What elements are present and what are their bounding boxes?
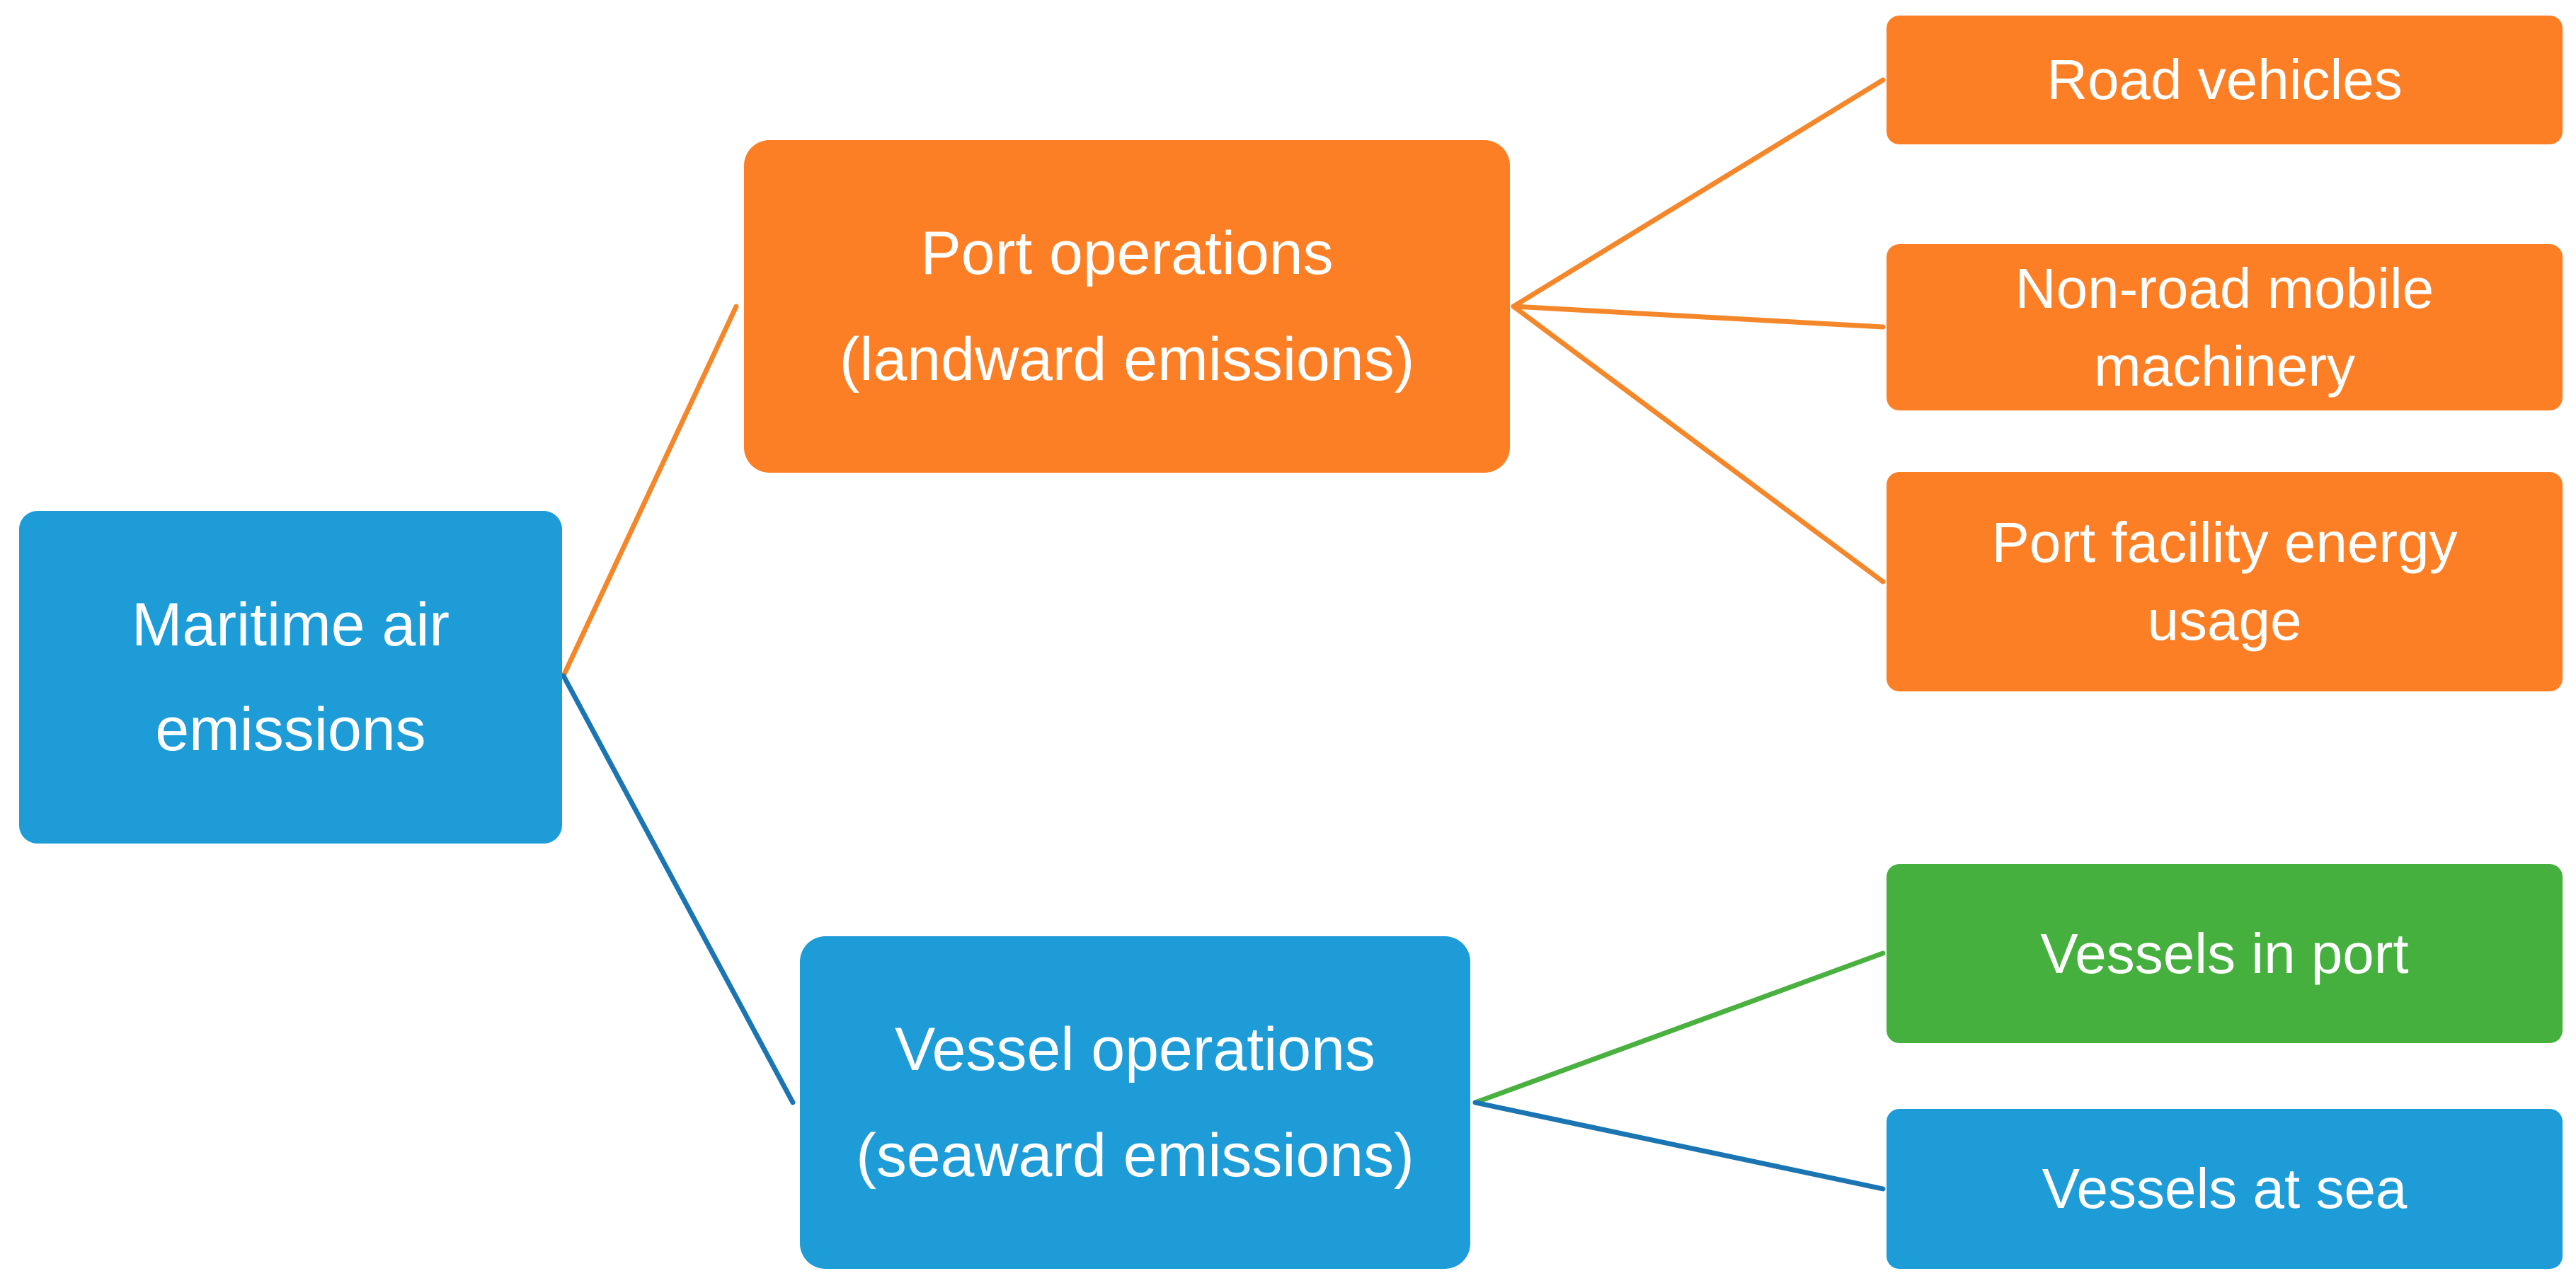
connector-port-operations-to-road-vehicles (1511, 77, 1886, 309)
connector-vessel-operations-to-vessels-in-port (1472, 950, 1886, 1105)
connector-port-operations-to-non-road-mobile-machinery (1511, 304, 1886, 330)
connector-root-to-vessel-operations (561, 673, 796, 1105)
node-maritime-air-emissions: Maritime air emissions (19, 511, 562, 844)
node-vessel-operations: Vessel operations (seaward emissions) (800, 936, 1470, 1269)
node-label: Port facility energy usage (1991, 511, 2458, 652)
node-label: Vessel operations (seaward emissions) (856, 1016, 1414, 1190)
connector-port-operations-to-port-facility-energy-usage (1511, 304, 1886, 585)
connector-root-to-port-operations (561, 304, 739, 679)
node-vessels-at-sea: Vessels at sea (1887, 1109, 2563, 1269)
node-port-operations: Port operations (landward emissions) (744, 140, 1510, 473)
node-label: Vessels in port (2040, 921, 2409, 985)
node-label: Road vehicles (2047, 48, 2403, 111)
node-label: Non-road mobile machinery (2015, 256, 2434, 398)
node-road-vehicles: Road vehicles (1887, 16, 2563, 144)
node-port-facility-energy-usage: Port facility energy usage (1887, 472, 2563, 691)
node-label: Maritime air emissions (131, 591, 450, 764)
node-label: Port operations (landward emissions) (839, 219, 1415, 393)
connector-vessel-operations-to-vessels-at-sea (1472, 1100, 1886, 1192)
node-label: Vessels at sea (2042, 1157, 2408, 1220)
node-vessels-in-port: Vessels in port (1887, 864, 2563, 1043)
node-non-road-mobile-machinery: Non-road mobile machinery (1887, 244, 2563, 410)
